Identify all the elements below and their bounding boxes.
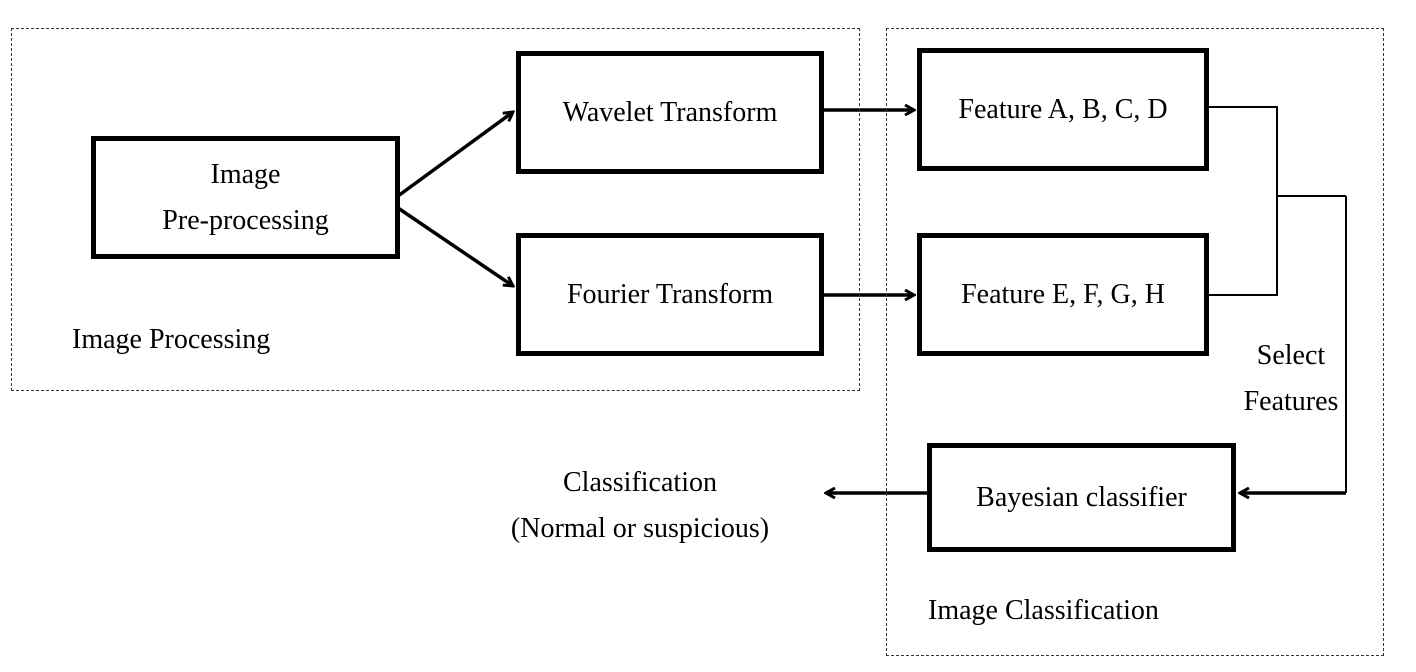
arrow-preprocessing-to-wavelet [396,112,513,198]
bracket-features-abcd [1207,106,1278,196]
features-abcd-node: Feature A, B, C, D [917,48,1209,171]
bracket-features-efgh [1207,196,1278,296]
image-processing-label: Image Processing [72,324,271,355]
classification-output-label: Classification (Normal or suspicious) [490,460,790,552]
select-features-line-1: Select [1256,340,1326,371]
preprocessing-line-1: Image [210,158,281,190]
image-classification-label: Image Classification [928,595,1159,626]
classification-output-line-2: (Normal or suspicious) [510,513,770,544]
select-features-line-2: Features [1243,386,1339,417]
fourier-transform-node: Fourier Transform [516,233,824,356]
select-features-label: Select Features [1236,333,1346,425]
group-image-classification [886,28,1384,656]
preprocessing-node: Image Pre-processing [91,136,400,259]
preprocessing-line-2: Pre-processing [162,204,329,236]
features-efgh-node: Feature E, F, G, H [917,233,1209,356]
group-image-processing [11,28,860,391]
arrow-preprocessing-to-fourier [397,206,513,286]
wavelet-transform-node: Wavelet Transform [516,51,824,174]
classification-output-line-1: Classification [563,467,717,498]
bayesian-classifier-node: Bayesian classifier [927,443,1236,552]
